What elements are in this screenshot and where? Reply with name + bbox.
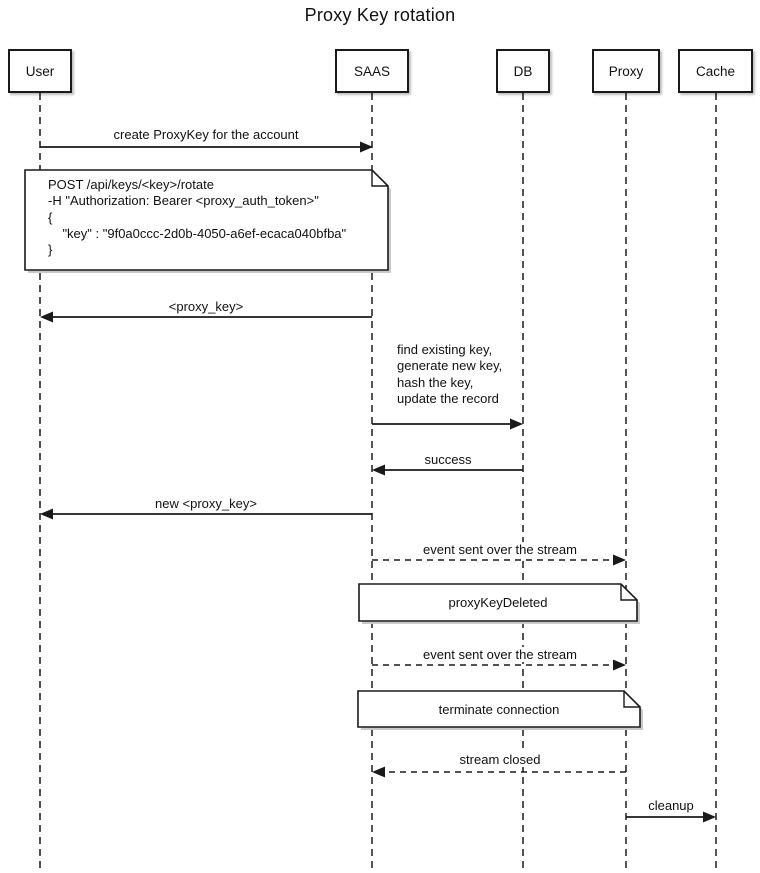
message-label-cleanup: cleanup <box>644 798 698 813</box>
note-terminate-fold-icon <box>623 691 640 708</box>
note-request-text: POST /api/keys/<key>/rotate -H "Authoriz… <box>48 177 347 258</box>
message-label-create-proxykey: create ProxyKey for the account <box>109 127 303 142</box>
note-terminate-text: terminate connection <box>438 701 560 717</box>
message-label-stream-closed: stream closed <box>455 752 545 767</box>
note-proxykeydeleted-shape <box>358 583 638 622</box>
message-label-proxy-key: <proxy_key> <box>164 299 248 314</box>
arrowhead-right-icon <box>613 554 626 566</box>
actor-label: SAAS <box>353 63 391 79</box>
arrowhead-left-icon <box>372 464 385 476</box>
actor-saas: SAAS <box>335 49 409 93</box>
message-label-db-steps: find existing key, generate new key, has… <box>395 342 505 408</box>
message-label-success: success <box>420 452 476 467</box>
arrowhead-right-icon <box>703 811 716 823</box>
actor-label: User <box>25 63 55 79</box>
actor-db: DB <box>496 49 550 93</box>
note-proxykeydeleted-fold-icon <box>620 584 637 601</box>
message-label-new-proxy-key: new <proxy_key> <box>151 496 261 511</box>
message-label-event-stream-2: event sent over the stream <box>419 647 581 662</box>
actor-label: Cache <box>695 63 736 79</box>
note-request-shape <box>24 169 389 271</box>
actor-cache: Cache <box>678 49 753 93</box>
arrowhead-right-icon <box>510 418 523 430</box>
message-arrows <box>40 141 716 823</box>
note-proxykeydeleted-text: proxyKeyDeleted <box>448 595 548 610</box>
actor-label: Proxy <box>608 63 644 79</box>
actor-user: User <box>8 49 72 93</box>
actor-proxy: Proxy <box>592 49 660 93</box>
diagram-title: Proxy Key rotation <box>304 5 456 25</box>
note-request-fold-icon <box>371 170 388 187</box>
arrowhead-left-icon <box>40 311 53 323</box>
arrowhead-left-icon <box>372 766 385 778</box>
arrowhead-right-icon <box>613 659 626 671</box>
note-terminate-shape <box>357 690 641 728</box>
arrowhead-right-icon <box>360 141 373 153</box>
lifelines <box>39 93 717 873</box>
message-label-event-stream-1: event sent over the stream <box>419 542 581 557</box>
arrowhead-left-icon <box>40 508 53 520</box>
actor-label: DB <box>513 63 533 79</box>
note-shapes <box>24 169 643 730</box>
